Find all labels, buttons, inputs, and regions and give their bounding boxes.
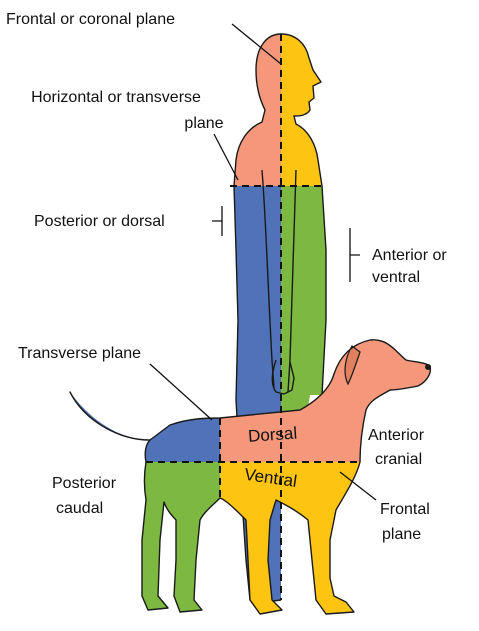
label-frontal-coronal-plane: Frontal or coronal plane: [6, 11, 175, 28]
posterior-dorsal-bracket: [212, 206, 222, 236]
label-anterior-cranial-line2: cranial: [375, 451, 422, 468]
transverse-plane-leader: [150, 364, 212, 420]
human-head-anterior: [281, 34, 322, 186]
label-horizontal-transverse-line1: Horizontal or transverse: [31, 89, 201, 106]
label-anterior-ventral-line2: ventral: [372, 269, 420, 286]
label-anterior-cranial-line1: Anterior: [368, 427, 425, 444]
label-frontal-plane-line1: Frontal: [380, 501, 430, 518]
label-dorsal: Dorsal: [247, 423, 297, 445]
anterior-ventral-bracket: [350, 228, 360, 282]
label-anterior-ventral-line1: Anterior or: [372, 247, 447, 264]
horizontal-transverse-leader: [214, 134, 238, 180]
label-frontal-plane-line2: plane: [382, 526, 421, 543]
dog-rear-lower: [142, 462, 220, 612]
label-posterior-caudal-line2: caudal: [56, 500, 103, 517]
label-transverse-plane: Transverse plane: [18, 345, 141, 362]
dog-nose: [425, 364, 431, 370]
label-posterior-caudal-line1: Posterior: [52, 475, 117, 492]
label-horizontal-transverse-line2: plane: [184, 115, 223, 132]
label-posterior-dorsal: Posterior or dorsal: [34, 213, 165, 230]
